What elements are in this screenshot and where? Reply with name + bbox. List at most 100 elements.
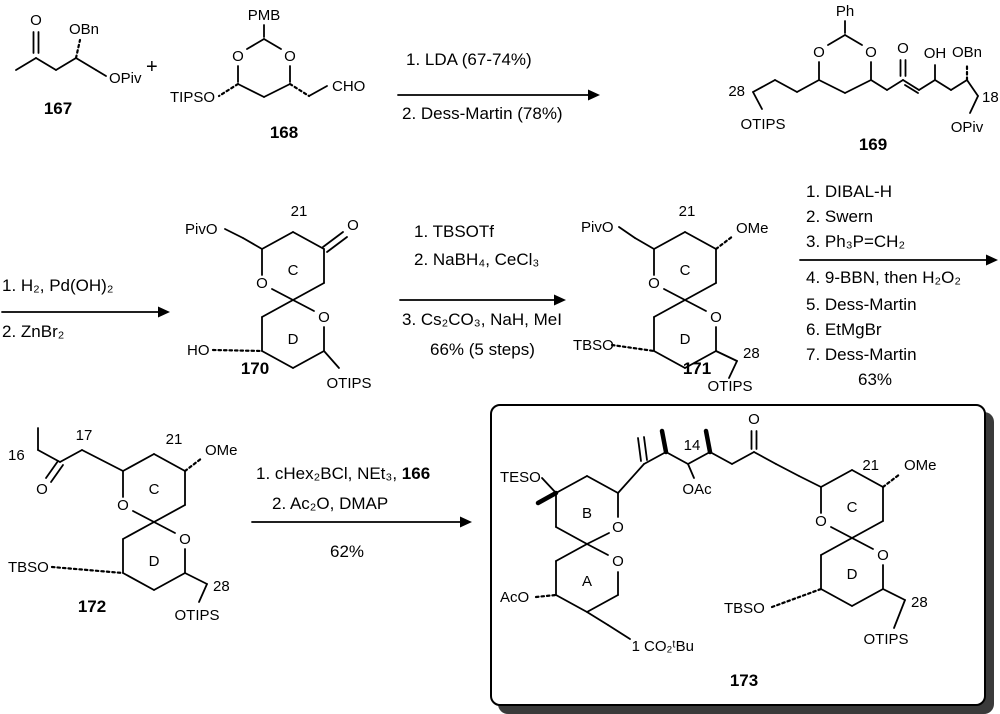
c169-ph-label: Ph [836, 3, 854, 20]
structure-167: O OBn OPiv 167 [15, 12, 142, 118]
conditions-r4-yield: 63% [858, 370, 893, 389]
product-box-173: TESO B O O A AcO 1 CO₂ᵗBu 14 OAc O 21 OM… [490, 404, 986, 706]
c170-ring-o-c-label: O [256, 275, 268, 292]
c169-ketone-o-label: O [897, 40, 909, 57]
c172-ring-d-label: D [149, 553, 160, 570]
c172-ring-c-label: C [149, 481, 160, 498]
conditions-r2-line2: 2. ZnBr₂ [2, 322, 65, 341]
c169-oh-label: OH [924, 45, 947, 62]
c170-ring-c-label: C [288, 262, 299, 279]
c173-teso-label: TESO [500, 469, 541, 486]
structure-168: PMB O O TIPSO CHO 168 [170, 7, 365, 142]
conditions-r4-line3: 3. Ph₃P=CH₂ [806, 232, 906, 251]
conditions-r5-yield: 62% [330, 542, 365, 561]
c169-otips-label: OTIPS [740, 116, 785, 133]
c169-obn-label: OBn [952, 44, 982, 61]
c173-ring-o-b-label: O [612, 519, 624, 536]
c167-obn-label: OBn [69, 21, 99, 38]
c171-ring-d-label: D [680, 331, 691, 348]
conditions-r3-below2: 66% (5 steps) [430, 340, 535, 359]
c173-ring-b-label: B [582, 505, 592, 522]
c173-oac-label: OAc [682, 481, 712, 498]
c173-tbso-label: TBSO [724, 600, 765, 617]
conditions-r4-line2: 2. Swern [806, 207, 874, 226]
c173-ring-o-a-label: O [612, 553, 624, 570]
c170-ho-label: HO [187, 342, 210, 359]
c170-otips-label: OTIPS [326, 375, 371, 392]
bonds-172 [37, 427, 208, 603]
c173-otips-label: OTIPS [863, 631, 908, 648]
c170-ring-d-label: D [288, 331, 299, 348]
conditions-r4-line1: 1. DIBAL-H [806, 182, 892, 201]
c168-pmb-label: PMB [248, 7, 281, 24]
conditions-r5-line1: 1. cHex₂BCl, NEt₃, 166 [256, 464, 430, 484]
c167-ketone-o-label: O [30, 12, 42, 29]
c173-ring-a-label: A [582, 573, 592, 590]
conditions-r5-line1-text: 1. cHex₂BCl, NEt₃, [256, 464, 402, 483]
c173-ring-c-label: C [847, 499, 858, 516]
c172-c28-label: 28 [213, 578, 230, 595]
reaction-arrow-4 [799, 254, 998, 266]
c172-otips-label: OTIPS [174, 607, 219, 624]
conditions-r4-line6: 6. EtMgBr [806, 320, 882, 339]
c171-c21-label: 21 [679, 203, 696, 220]
c169-ring-o-left-label: O [813, 44, 825, 61]
c172-c16-label: 16 [8, 447, 25, 464]
c169-ring-o-right-label: O [865, 44, 877, 61]
c172-c21-label: 21 [166, 431, 183, 448]
plus-operator: + [146, 56, 158, 78]
c167-opiv-label: OPiv [109, 70, 142, 87]
conditions-r4-line7: 7. Dess-Martin [806, 345, 917, 364]
c173-c28-label: 28 [911, 594, 928, 611]
structure-172: 16 17 O 21 OMe C O O TBSO D 28 OTIPS 172 [8, 427, 238, 624]
c168-ring-o-left-label: O [232, 48, 244, 65]
c168-tipso-label: TIPSO [170, 89, 215, 106]
conditions-r4-line5: 5. Dess-Martin [806, 295, 917, 314]
c171-c28-label: 28 [743, 345, 760, 362]
conditions-r5-compound-166: 166 [401, 464, 431, 483]
reaction-arrow-3 [399, 294, 566, 306]
bonds-168 [217, 24, 328, 98]
c173-c1-label: 1 [632, 638, 640, 655]
structure-173: TESO B O O A AcO 1 CO₂ᵗBu 14 OAc O 21 OM… [500, 411, 937, 690]
c171-ring-o-c-label: O [648, 275, 660, 292]
structure-170: PivO 21 O C O O HO D OTIPS 170 [185, 203, 372, 392]
c167-number: 167 [44, 99, 72, 118]
bonds-173 [534, 428, 906, 640]
c171-ome-label: OMe [736, 220, 769, 237]
conditions-r4-line4: 4. 9-BBN, then H₂O₂ [806, 268, 961, 287]
c172-tbso-label: TBSO [8, 559, 49, 576]
c169-opiv-label: OPiv [951, 119, 984, 136]
conditions-r2-line1: 1. H₂, Pd(OH)₂ [2, 276, 114, 295]
conditions-r3-above1: 1. TBSOTf [414, 222, 494, 241]
c170-pivo-label: PivO [185, 221, 218, 238]
c170-c21-label: 21 [291, 203, 308, 220]
c173-c14-label: 14 [684, 437, 701, 454]
c173-number: 173 [730, 671, 758, 690]
reaction-arrow-1 [397, 89, 600, 101]
c171-pivo-label: PivO [581, 219, 614, 236]
c169-c28-label: 28 [728, 83, 745, 100]
c173-ring-d-label: D [847, 566, 858, 583]
c170-ring-o-d-label: O [318, 309, 330, 326]
c172-ome-label: OMe [205, 442, 238, 459]
c169-number: 169 [859, 135, 887, 154]
conditions-r5-line2: 2. Ac₂O, DMAP [272, 494, 389, 513]
c168-cho-label: CHO [332, 78, 365, 95]
c172-ketone-o-label: O [36, 481, 48, 498]
structure-169: Ph O O 28 OTIPS O OH OBn 18 OPiv 169 [728, 3, 999, 154]
c171-ring-o-d-label: O [710, 309, 722, 326]
c171-tbso-label: TBSO [573, 337, 614, 354]
c169-c18-label: 18 [982, 89, 999, 106]
c172-c17-label: 17 [76, 427, 93, 444]
c171-number: 171 [683, 359, 711, 378]
c168-number: 168 [270, 123, 298, 142]
c173-ome-label: OMe [904, 457, 937, 474]
c172-ring-o-d-label: O [179, 531, 191, 548]
c173-ring-o-c-label: O [815, 513, 827, 530]
structure-171: PivO 21 OMe C O O TBSO D 28 OTIPS 171 [573, 203, 769, 395]
c173-aco-label: AcO [500, 589, 529, 606]
bonds-169 [752, 20, 979, 114]
c173-ester-label: CO₂ᵗBu [644, 638, 694, 655]
